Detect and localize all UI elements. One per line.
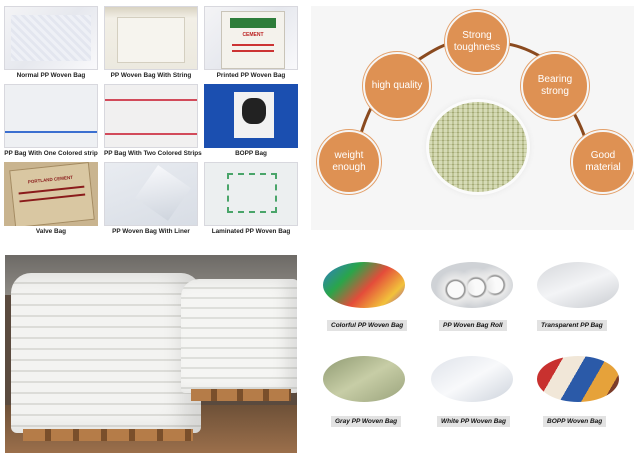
tile-normal-pp-woven-bag[interactable]: Normal PP Woven Bag bbox=[4, 6, 98, 79]
bag-stack-right bbox=[181, 279, 297, 393]
node-label: Strong toughness bbox=[453, 29, 501, 54]
tile-caption: PP Woven Bag With Liner bbox=[112, 228, 190, 235]
bag-roll-image bbox=[431, 262, 513, 308]
pallet bbox=[191, 389, 291, 401]
feature-node-strong-toughness: Strong toughness bbox=[445, 10, 509, 74]
node-label: weight enough bbox=[332, 149, 366, 174]
caption-colorful-pp-woven-bag: Colorful PP Woven Bag bbox=[327, 320, 408, 331]
bag-photo bbox=[104, 6, 198, 70]
features-diagram: Strong toughness high quality Bearing st… bbox=[311, 6, 634, 230]
tile-pp-woven-bag-with-liner[interactable]: PP Woven Bag With Liner bbox=[104, 162, 198, 235]
tile-caption: Printed PP Woven Bag bbox=[216, 72, 286, 79]
bag-photo: CEMENT bbox=[204, 6, 298, 70]
node-label: high quality bbox=[371, 79, 423, 91]
tile-caption: Laminated PP Woven Bag bbox=[211, 228, 291, 235]
caption-transparent-pp-bag: Transparent PP Bag bbox=[537, 320, 607, 331]
bag-print-text: CEMENT bbox=[242, 32, 264, 38]
white-bag-image bbox=[431, 356, 513, 402]
tile-caption: BOPP Bag bbox=[235, 150, 267, 157]
bag-photo bbox=[204, 84, 298, 148]
bag-print-text: PORTLAND CEMENT bbox=[27, 174, 74, 185]
transparent-bag-image bbox=[537, 262, 619, 308]
caption-white-pp-woven-bag: White PP Woven Bag bbox=[437, 416, 511, 427]
tile-printed-pp-woven-bag[interactable]: CEMENT Printed PP Woven Bag bbox=[204, 6, 298, 79]
tile-pp-woven-bag-with-string[interactable]: PP Woven Bag With String bbox=[104, 6, 198, 79]
tile-caption: PP Bag With Two Colored Strips bbox=[104, 150, 202, 157]
bag-types-grid: Normal PP Woven Bag PP Woven Bag With St… bbox=[0, 0, 300, 240]
warehouse-photo bbox=[5, 255, 297, 453]
caption-pp-woven-bag-roll: PP Woven Bag Roll bbox=[439, 320, 507, 331]
colorful-bag-image bbox=[323, 262, 405, 308]
node-label: Bearing strong bbox=[537, 73, 573, 98]
tile-caption: PP Woven Bag With String bbox=[110, 72, 192, 79]
caption-gray-pp-woven-bag: Gray PP Woven Bag bbox=[331, 416, 402, 427]
feature-node-weight-enough: weight enough bbox=[317, 130, 381, 194]
node-label: Good material bbox=[585, 149, 621, 174]
pallet bbox=[23, 429, 193, 441]
caption-bopp-woven-bag: BOPP Woven Bag bbox=[543, 416, 607, 427]
bopp-bag-image bbox=[537, 356, 619, 402]
feature-node-good-material: Good material bbox=[571, 130, 634, 194]
bag-variants-grid: Colorful PP Woven Bag PP Woven Bag Roll … bbox=[311, 248, 634, 458]
tile-laminated-pp-woven-bag[interactable]: Laminated PP Woven Bag bbox=[204, 162, 298, 235]
bag-photo bbox=[204, 162, 298, 226]
tile-pp-bag-two-colored-strips[interactable]: PP Bag With Two Colored Strips bbox=[104, 84, 202, 157]
bag-photo bbox=[4, 6, 98, 70]
bag-stack-left bbox=[11, 273, 201, 433]
bag-photo bbox=[104, 162, 198, 226]
tile-bopp-bag[interactable]: BOPP Bag bbox=[204, 84, 298, 157]
tile-caption: Normal PP Woven Bag bbox=[16, 72, 86, 79]
tile-pp-bag-one-colored-strip[interactable]: PP Bag With One Colored strip bbox=[4, 84, 98, 157]
bag-photo: PORTLAND CEMENT bbox=[4, 162, 98, 226]
tile-valve-bag[interactable]: PORTLAND CEMENT Valve Bag bbox=[4, 162, 98, 235]
tile-caption: Valve Bag bbox=[35, 228, 67, 235]
feature-node-high-quality: high quality bbox=[363, 52, 431, 120]
bag-photo bbox=[4, 84, 98, 148]
feature-node-bearing-strong: Bearing strong bbox=[521, 52, 589, 120]
woven-fabric-image bbox=[429, 102, 527, 192]
bag-photo bbox=[104, 84, 198, 148]
gray-bag-image bbox=[323, 356, 405, 402]
tile-caption: PP Bag With One Colored strip bbox=[4, 150, 98, 157]
